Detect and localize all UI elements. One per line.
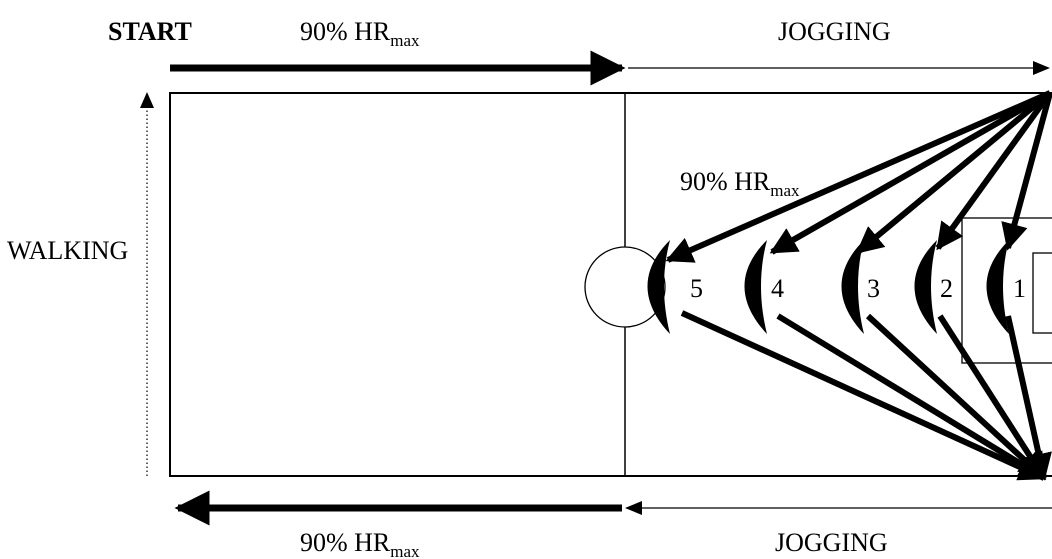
station-number-3: 3 [867,274,880,303]
start-label: START [108,17,192,46]
bottom-jog-label: JOGGING [775,528,888,557]
top-jog-label: JOGGING [778,17,891,46]
bottom-sprint-label: 90% HRmax [300,528,420,559]
field-sprint-label: 90% HRmax [680,167,800,200]
goal-area [1032,252,1052,334]
sprint-arrows-return [680,310,1052,481]
station-cone-4 [744,240,767,334]
station-number-4: 4 [771,274,784,303]
bottom-sprint-sub: max [390,542,420,559]
top-sprint-label: 90% HRmax [300,17,420,50]
field-sprint-sub: max [770,181,800,200]
pitch-outline [169,92,1052,477]
station-number-1: 1 [1013,274,1026,303]
station-cone-2 [914,240,937,334]
walking-label: WALKING [7,236,128,265]
station-cone-5 [647,240,670,334]
centre-circle [584,246,666,328]
bottom-sprint-main: 90% HR [300,528,391,557]
station-cone-3 [841,240,864,334]
station-number-2: 2 [940,274,953,303]
top-sprint-sub: max [390,31,420,50]
station-number-5: 5 [690,274,703,303]
field-sprint-main: 90% HR [680,167,771,196]
top-sprint-main: 90% HR [300,17,391,46]
sprint-arrows-out [665,90,1052,263]
penalty-area [961,217,1052,364]
station-cone-1 [986,240,1009,334]
